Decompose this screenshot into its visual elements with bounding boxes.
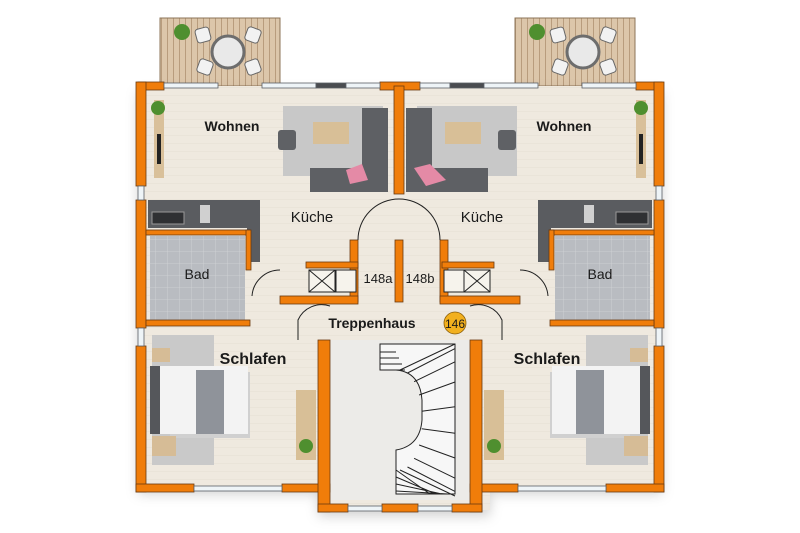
table-icon [210,34,246,70]
bath-floor-right [555,236,650,320]
doors[interactable] [251,198,549,340]
staircase [379,343,456,497]
armchair-icon [278,130,296,150]
chair-icon [244,58,262,76]
coffee-table [445,122,481,144]
tv-icon [157,134,161,164]
unit-label-148a: 148a [364,271,394,286]
living-furniture-left [151,100,388,192]
kitchen-counter-right [538,200,652,262]
cushion-icon [346,164,368,184]
plant-icon [529,24,545,40]
kitchen-counter-left [148,200,260,262]
room-label-living-right: Wohnen [537,118,592,134]
sink-icon [584,205,594,223]
plant-icon [299,439,313,453]
headboard [150,366,160,434]
balcony-left [159,17,281,87]
chair-icon [244,26,262,44]
tv-icon [639,134,643,164]
room-label-stairwell: Treppenhaus [328,315,415,331]
nightstand [152,436,176,456]
unit-label-148b: 148b [406,271,435,286]
armchair-icon [498,130,516,150]
stove-icon [615,211,649,225]
room-label-kitchen-right: Küche [461,209,504,226]
meter-box-left [308,269,357,293]
plant-icon [174,24,190,40]
bath-door-left[interactable] [251,269,281,297]
plant-icon [487,439,501,453]
room-label-kitchen-left: Küche [291,209,334,226]
meter-box-right [443,269,491,293]
room-label-living-left: Wohnen [205,118,260,134]
nightstand [624,436,648,456]
table-icon [565,34,601,70]
entry-door-double[interactable] [357,198,441,241]
stair-door-left[interactable] [297,304,331,340]
chair-icon [549,26,567,44]
nightstand [152,348,170,362]
headboard [640,366,650,434]
chair-icon [599,26,617,44]
bath-door-right[interactable] [519,269,549,297]
coffee-table [313,122,349,144]
living-furniture-right [406,100,648,192]
cushion-icon [414,164,446,186]
plant-icon [634,101,648,115]
building-number: 146 [445,317,465,331]
stove-icon [151,211,185,225]
stair-door-right[interactable] [469,304,503,340]
chair-icon [551,58,569,76]
room-label-bath-right: Bad [588,266,613,282]
sink-icon [200,205,210,223]
nightstand [630,348,648,362]
balcony-right [514,17,636,87]
room-label-bedroom-left: Schlafen [220,351,287,368]
blanket [576,370,604,434]
blanket [196,370,224,434]
bath-floor-left [150,236,245,320]
chair-icon [599,58,617,76]
chair-icon [196,58,214,76]
plant-icon [151,101,165,115]
building-number-badge: 146 [443,311,467,335]
chair-icon [194,26,212,44]
room-label-bath-left: Bad [185,266,210,282]
windows [137,82,663,512]
bedroom-furniture-left [150,335,316,465]
sofa-icon [310,108,388,192]
room-label-bedroom-right: Schlafen [514,351,581,368]
bedroom-furniture-right [484,335,650,465]
